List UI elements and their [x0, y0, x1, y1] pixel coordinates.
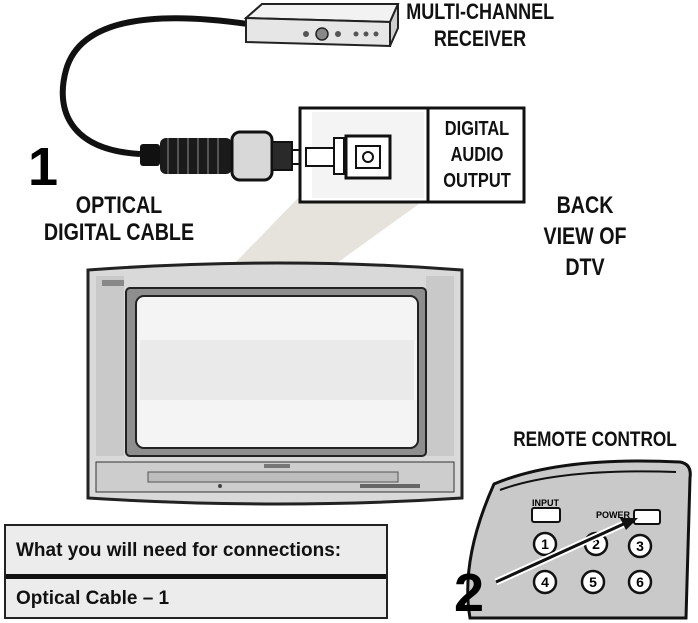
output-panel-label: DIGITAL AUDIO OUTPUT	[443, 118, 511, 192]
optical-cable-label: OPTICAL DIGITAL CABLE	[43, 192, 195, 246]
step-2-number: 2	[454, 563, 485, 623]
view-wedge	[230, 196, 430, 268]
receiver-icon	[243, 3, 400, 48]
digital-audio-output-panel	[298, 106, 526, 204]
needs-title: What you will need for connections:	[16, 540, 342, 561]
arrow-icon	[494, 518, 638, 586]
remote-key-5: 5	[589, 574, 597, 590]
remote-control-icon: INPUT POWER 1 2 3 4 5 6	[466, 459, 692, 620]
remote-key-2: 2	[592, 536, 600, 552]
remote-key-3: 3	[636, 538, 644, 554]
needs-box: What you will need for connections: Opti…	[4, 524, 388, 619]
receiver-label: MULTI-CHANNEL RECEIVER	[406, 0, 555, 51]
remote-input-label: INPUT	[532, 498, 560, 508]
needs-divider	[6, 574, 386, 579]
optical-plug-icon	[140, 130, 311, 182]
remote-key-1: 1	[541, 536, 549, 552]
remote-control-label: REMOTE CONTROL	[513, 428, 677, 451]
remote-power-label: POWER	[596, 510, 631, 520]
step-1-number: 1	[28, 137, 59, 197]
remote-key-4: 4	[541, 574, 549, 590]
dtv-icon	[86, 261, 464, 506]
optical-cable-wire	[59, 15, 249, 157]
back-view-label: BACK VIEW OF DTV	[543, 192, 627, 281]
needs-item: Optical Cable – 1	[16, 588, 170, 609]
remote-key-6: 6	[636, 574, 644, 590]
